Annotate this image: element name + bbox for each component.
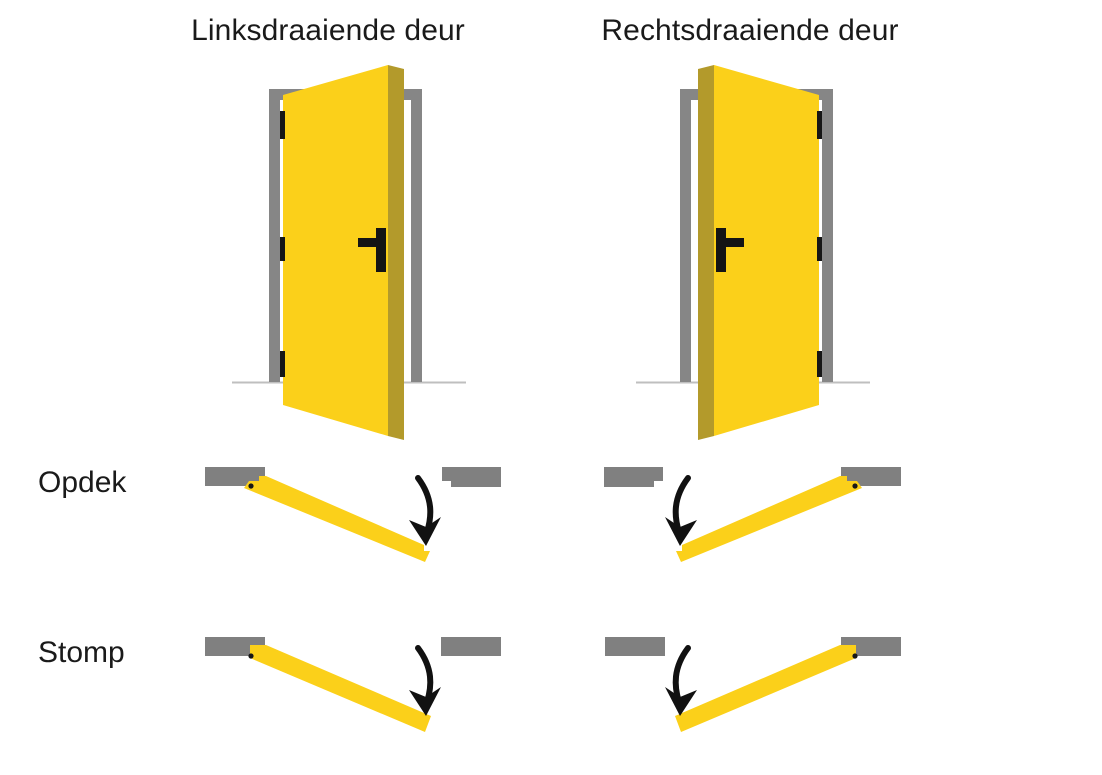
- door-leaf-plan-opdek-left: [244, 476, 430, 562]
- row-label-stomp: Stomp: [38, 636, 125, 669]
- door-handle-icon-left: [358, 228, 386, 272]
- frame-left-jamb: [269, 89, 280, 382]
- swing-arrow-head-stomp-right: [665, 687, 697, 716]
- row-label-opdek: Opdek: [38, 466, 127, 499]
- right-door-perspective-illustration: [636, 65, 870, 440]
- swing-arrow-head-opdek-left: [409, 517, 441, 546]
- hinge-icon-lower-right: [817, 351, 822, 377]
- swing-arrow-stomp-right: [665, 645, 697, 716]
- door-leaf-face-left: [283, 65, 388, 436]
- plan-view-opdek-left: [205, 467, 501, 562]
- frame-block-strike-side-stomp-right: [605, 637, 665, 656]
- door-handle-icon-right: [716, 228, 744, 272]
- swing-arrow-head-stomp-left: [409, 687, 441, 716]
- swing-arrow-opdek-right: [665, 475, 697, 546]
- handle-lever-left: [358, 238, 378, 247]
- frame-block-strike-side-stomp-left: [441, 637, 501, 656]
- door-leaf-plan-opdek-right: [676, 476, 862, 562]
- frame-right-jamb-right-door: [822, 89, 833, 382]
- door-leaf-edge-left: [388, 65, 404, 440]
- hinge-pivot-dot-stomp-left: [248, 653, 254, 659]
- swing-arrow-head-opdek-right: [665, 517, 697, 546]
- frame-right-jamb: [411, 89, 422, 382]
- plan-view-stomp-left: [205, 637, 501, 732]
- hinge-icon-middle-right: [817, 237, 822, 261]
- swing-arrow-stomp-left: [409, 645, 441, 716]
- hinge-pivot-dot-opdek-left: [248, 483, 254, 489]
- handle-rose-right: [716, 228, 726, 272]
- door-leaf-edge-right: [698, 65, 714, 440]
- door-leaf-plan-stomp-left: [250, 645, 431, 732]
- hinge-icon-lower-left: [280, 351, 285, 377]
- hinge-icon-middle-left: [280, 237, 285, 261]
- swing-arrow-shaft-stomp-right: [672, 645, 691, 705]
- swing-arrow-shaft-opdek-right: [672, 475, 691, 535]
- door-leaf-plan-stomp-right: [675, 645, 856, 732]
- frame-block-strike-side-opdek-left: [442, 467, 501, 487]
- door-leaf-face-right: [714, 65, 819, 436]
- column-title-left-hand-door: Linksdraaiende deur: [191, 14, 465, 47]
- plan-view-stomp-right: [605, 637, 901, 732]
- hinge-icon-upper-right: [817, 111, 822, 139]
- hinge-pivot-dot-opdek-right: [852, 483, 858, 489]
- left-door-perspective-illustration: [232, 65, 466, 440]
- handle-lever-right: [724, 238, 744, 247]
- handle-rose-left: [376, 228, 386, 272]
- hinge-icon-upper-left: [280, 111, 285, 139]
- frame-left-jamb-right-door: [680, 89, 691, 382]
- swing-arrow-shaft-opdek-left: [415, 475, 434, 535]
- swing-arrow-opdek-left: [409, 475, 441, 546]
- column-title-right-hand-door: Rechtsdraaiende deur: [601, 14, 899, 47]
- frame-block-strike-side-opdek-right: [604, 467, 663, 487]
- hinge-pivot-dot-stomp-right: [852, 653, 858, 659]
- swing-arrow-shaft-stomp-left: [415, 645, 434, 705]
- plan-view-opdek-right: [604, 467, 901, 562]
